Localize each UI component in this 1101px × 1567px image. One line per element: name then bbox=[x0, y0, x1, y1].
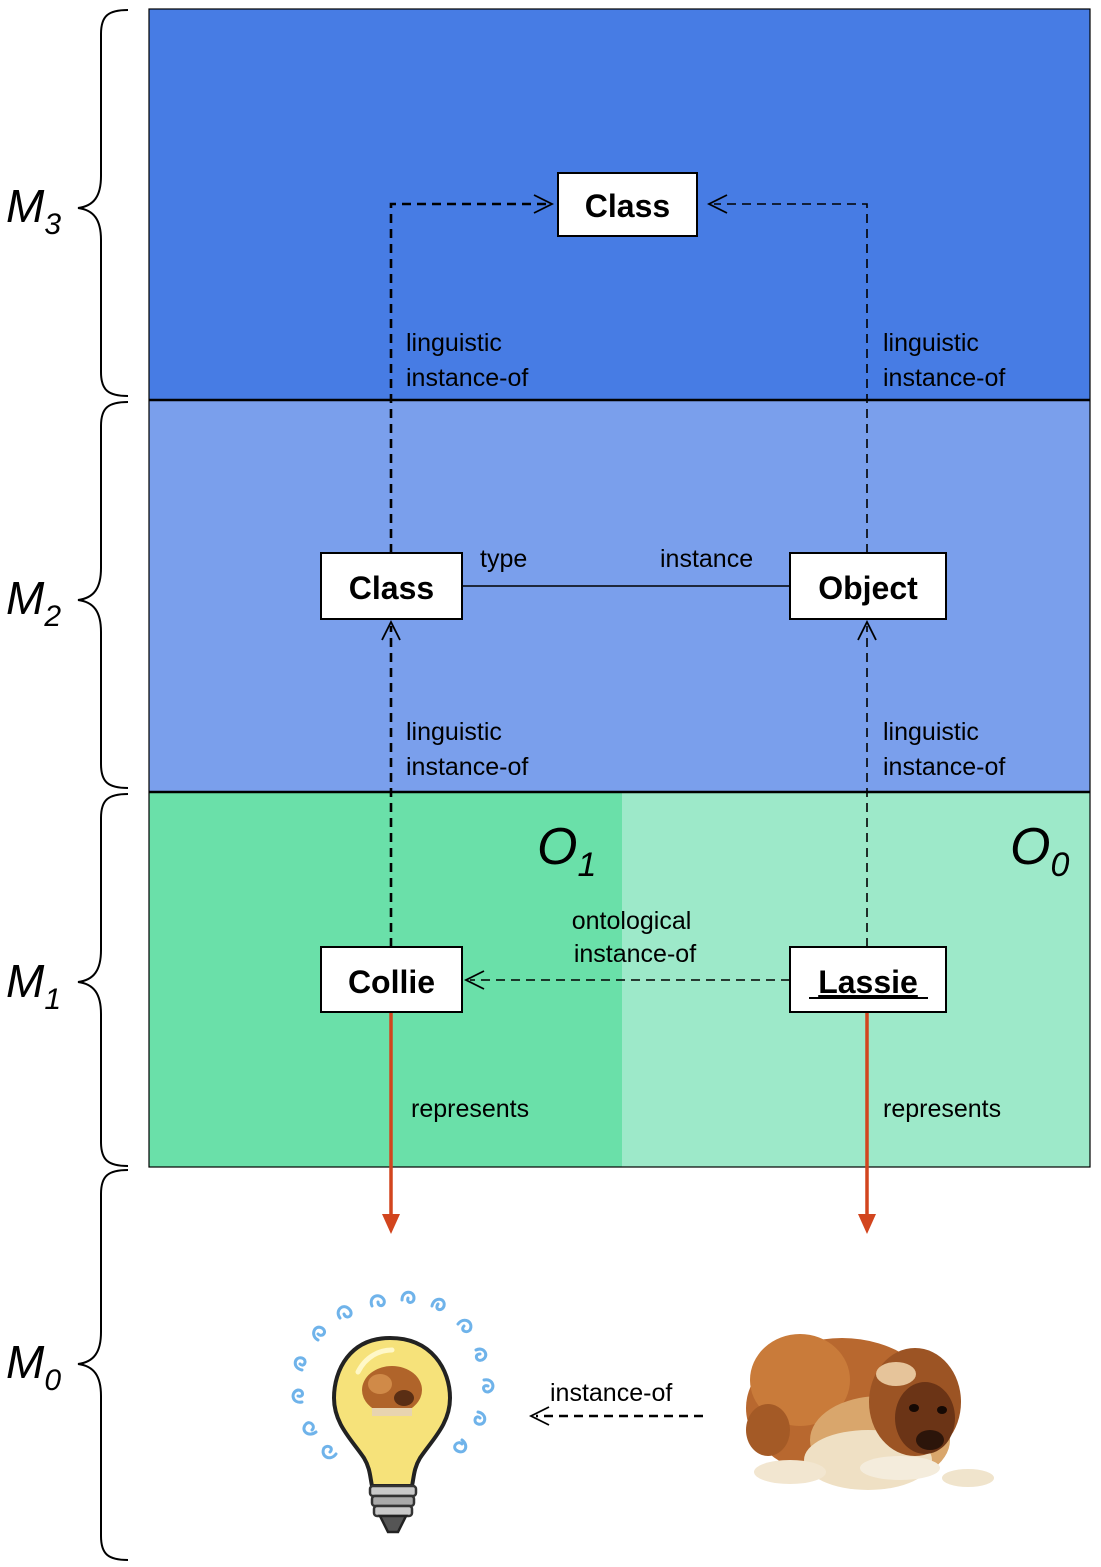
node-m3-class-label: Class bbox=[585, 188, 670, 224]
label-ontological-instance-of: ontological instance-of bbox=[572, 907, 698, 968]
node-collie[interactable]: Collie bbox=[320, 946, 463, 1013]
represents-arrowhead-collie bbox=[382, 1214, 400, 1234]
label-instance: instance bbox=[660, 545, 753, 573]
label-ling-instance-of-left-mid: linguistic instance-of bbox=[406, 718, 528, 781]
label-represents-left: represents bbox=[411, 1095, 529, 1123]
node-m2-class-label: Class bbox=[349, 570, 434, 606]
m3-level-label: M3 bbox=[6, 180, 61, 241]
arrowhead-object bbox=[857, 619, 877, 641]
node-m2-class[interactable]: Class bbox=[320, 552, 463, 620]
label-type: type bbox=[480, 545, 527, 573]
o0-region-label: O0 bbox=[1010, 818, 1069, 884]
m2-level-label: M2 bbox=[6, 572, 61, 633]
arrowhead-m3class-right bbox=[706, 194, 728, 214]
arrowhead-m2class bbox=[381, 619, 401, 641]
label-instance-of-m0: instance-of bbox=[550, 1379, 672, 1407]
m1-brace bbox=[77, 793, 129, 1167]
o1-region-label: O1 bbox=[537, 818, 596, 884]
node-lassie-label: Lassie bbox=[818, 964, 918, 1000]
label-ling-instance-of-left-top: linguistic instance-of bbox=[406, 329, 528, 392]
node-m2-object[interactable]: Object bbox=[789, 552, 947, 620]
label-represents-right: represents bbox=[883, 1095, 1001, 1123]
label-ling-instance-of-right-mid: linguistic instance-of bbox=[883, 718, 1005, 781]
node-collie-label: Collie bbox=[348, 964, 435, 1000]
diagram-frame bbox=[148, 8, 1091, 1168]
dog-photo bbox=[746, 1334, 994, 1490]
edge-m2class-to-m3class bbox=[389, 202, 548, 553]
arrowhead-lightbulb bbox=[528, 1406, 550, 1426]
arrowhead-collie bbox=[463, 970, 485, 990]
m2-brace bbox=[77, 401, 129, 789]
m3-brace bbox=[77, 9, 129, 397]
label-ling-instance-of-right-top: linguistic instance-of bbox=[883, 329, 1005, 392]
node-m3-class[interactable]: Class bbox=[557, 172, 698, 237]
node-m2-object-label: Object bbox=[818, 570, 918, 606]
node-lassie[interactable]: Lassie bbox=[789, 946, 947, 1013]
edge-object-to-m3class bbox=[714, 203, 868, 553]
m1-level-label: M1 bbox=[6, 955, 61, 1016]
represents-arrowhead-lassie bbox=[858, 1214, 876, 1234]
arrowhead-m3class-left bbox=[533, 194, 555, 214]
lightbulb-icon bbox=[291, 1290, 495, 1534]
m0-level-label: M0 bbox=[6, 1336, 61, 1397]
m0-brace bbox=[77, 1169, 129, 1561]
